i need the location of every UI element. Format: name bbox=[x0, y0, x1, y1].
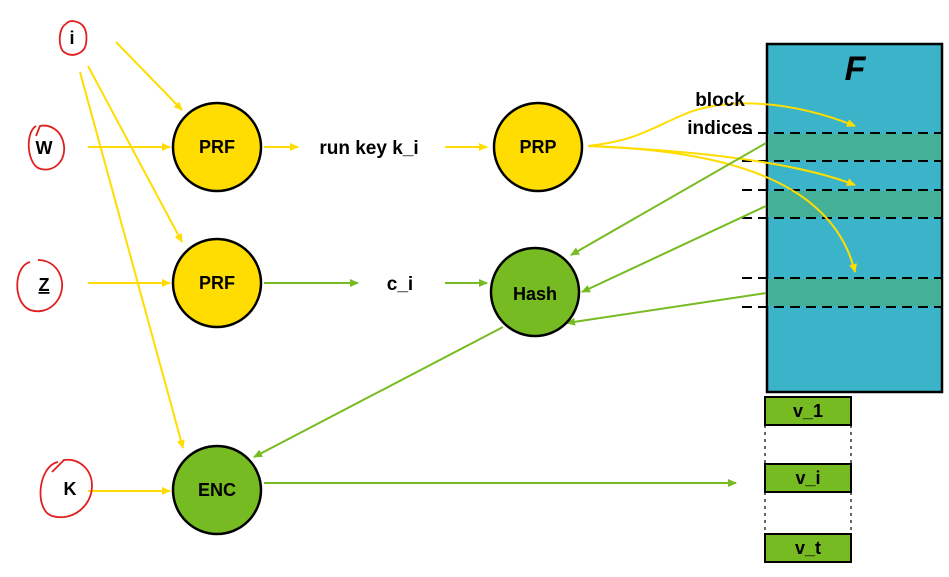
input-z: Z bbox=[16, 259, 63, 313]
yellow-arrows bbox=[79, 41, 857, 495]
block-band-3 bbox=[742, 277, 942, 308]
indices-label: indices bbox=[687, 118, 752, 139]
hash-node: Hash bbox=[489, 246, 581, 338]
arrow-block3-to-hash bbox=[566, 292, 767, 326]
prf-node-top: PRF bbox=[171, 101, 263, 193]
svg-text:W: W bbox=[36, 138, 53, 158]
svg-text:Z: Z bbox=[39, 275, 50, 295]
svg-text:ENC: ENC bbox=[198, 480, 236, 500]
value-box-v1: v_1 bbox=[764, 396, 852, 426]
value-box-vi: v_i bbox=[764, 463, 852, 493]
svg-text:i: i bbox=[69, 28, 74, 48]
svg-text:PRP: PRP bbox=[519, 137, 556, 157]
prp-node: PRP bbox=[492, 101, 584, 193]
svg-text:v_1: v_1 bbox=[793, 401, 823, 421]
file-label: F bbox=[845, 50, 867, 88]
arrow-block2-to-hash bbox=[581, 205, 767, 293]
enc-node: ENC bbox=[171, 444, 263, 536]
input-w: W bbox=[27, 124, 65, 171]
value-box-separators bbox=[764, 425, 852, 534]
run-key-label: run key k_i bbox=[319, 138, 418, 159]
arrow-i-to-prf-bottom bbox=[87, 65, 183, 243]
svg-text:PRF: PRF bbox=[199, 137, 235, 157]
input-i: i bbox=[58, 20, 88, 56]
green-arrows bbox=[253, 142, 767, 487]
arrow-i-to-prf-top bbox=[115, 41, 183, 111]
block-label: block bbox=[695, 90, 745, 111]
arrow-i-to-enc bbox=[79, 71, 185, 449]
svg-text:PRF: PRF bbox=[199, 273, 235, 293]
block-band-1 bbox=[742, 132, 942, 162]
arrow-hash-to-enc bbox=[253, 326, 504, 458]
arrow-block1-to-hash bbox=[570, 142, 767, 256]
value-box-vt: v_t bbox=[764, 533, 852, 563]
svg-text:v_t: v_t bbox=[795, 538, 821, 558]
svg-text:Hash: Hash bbox=[513, 284, 557, 304]
svg-text:v_i: v_i bbox=[795, 468, 820, 488]
arrow-prp-to-block-3 bbox=[587, 145, 857, 273]
block-band-2 bbox=[742, 189, 942, 219]
prf-node-bottom: PRF bbox=[171, 237, 263, 329]
svg-text:K: K bbox=[64, 479, 77, 499]
input-k: K bbox=[39, 458, 93, 519]
arrow-prp-to-block-1 bbox=[587, 102, 856, 147]
c-i-label: c_i bbox=[387, 274, 413, 295]
